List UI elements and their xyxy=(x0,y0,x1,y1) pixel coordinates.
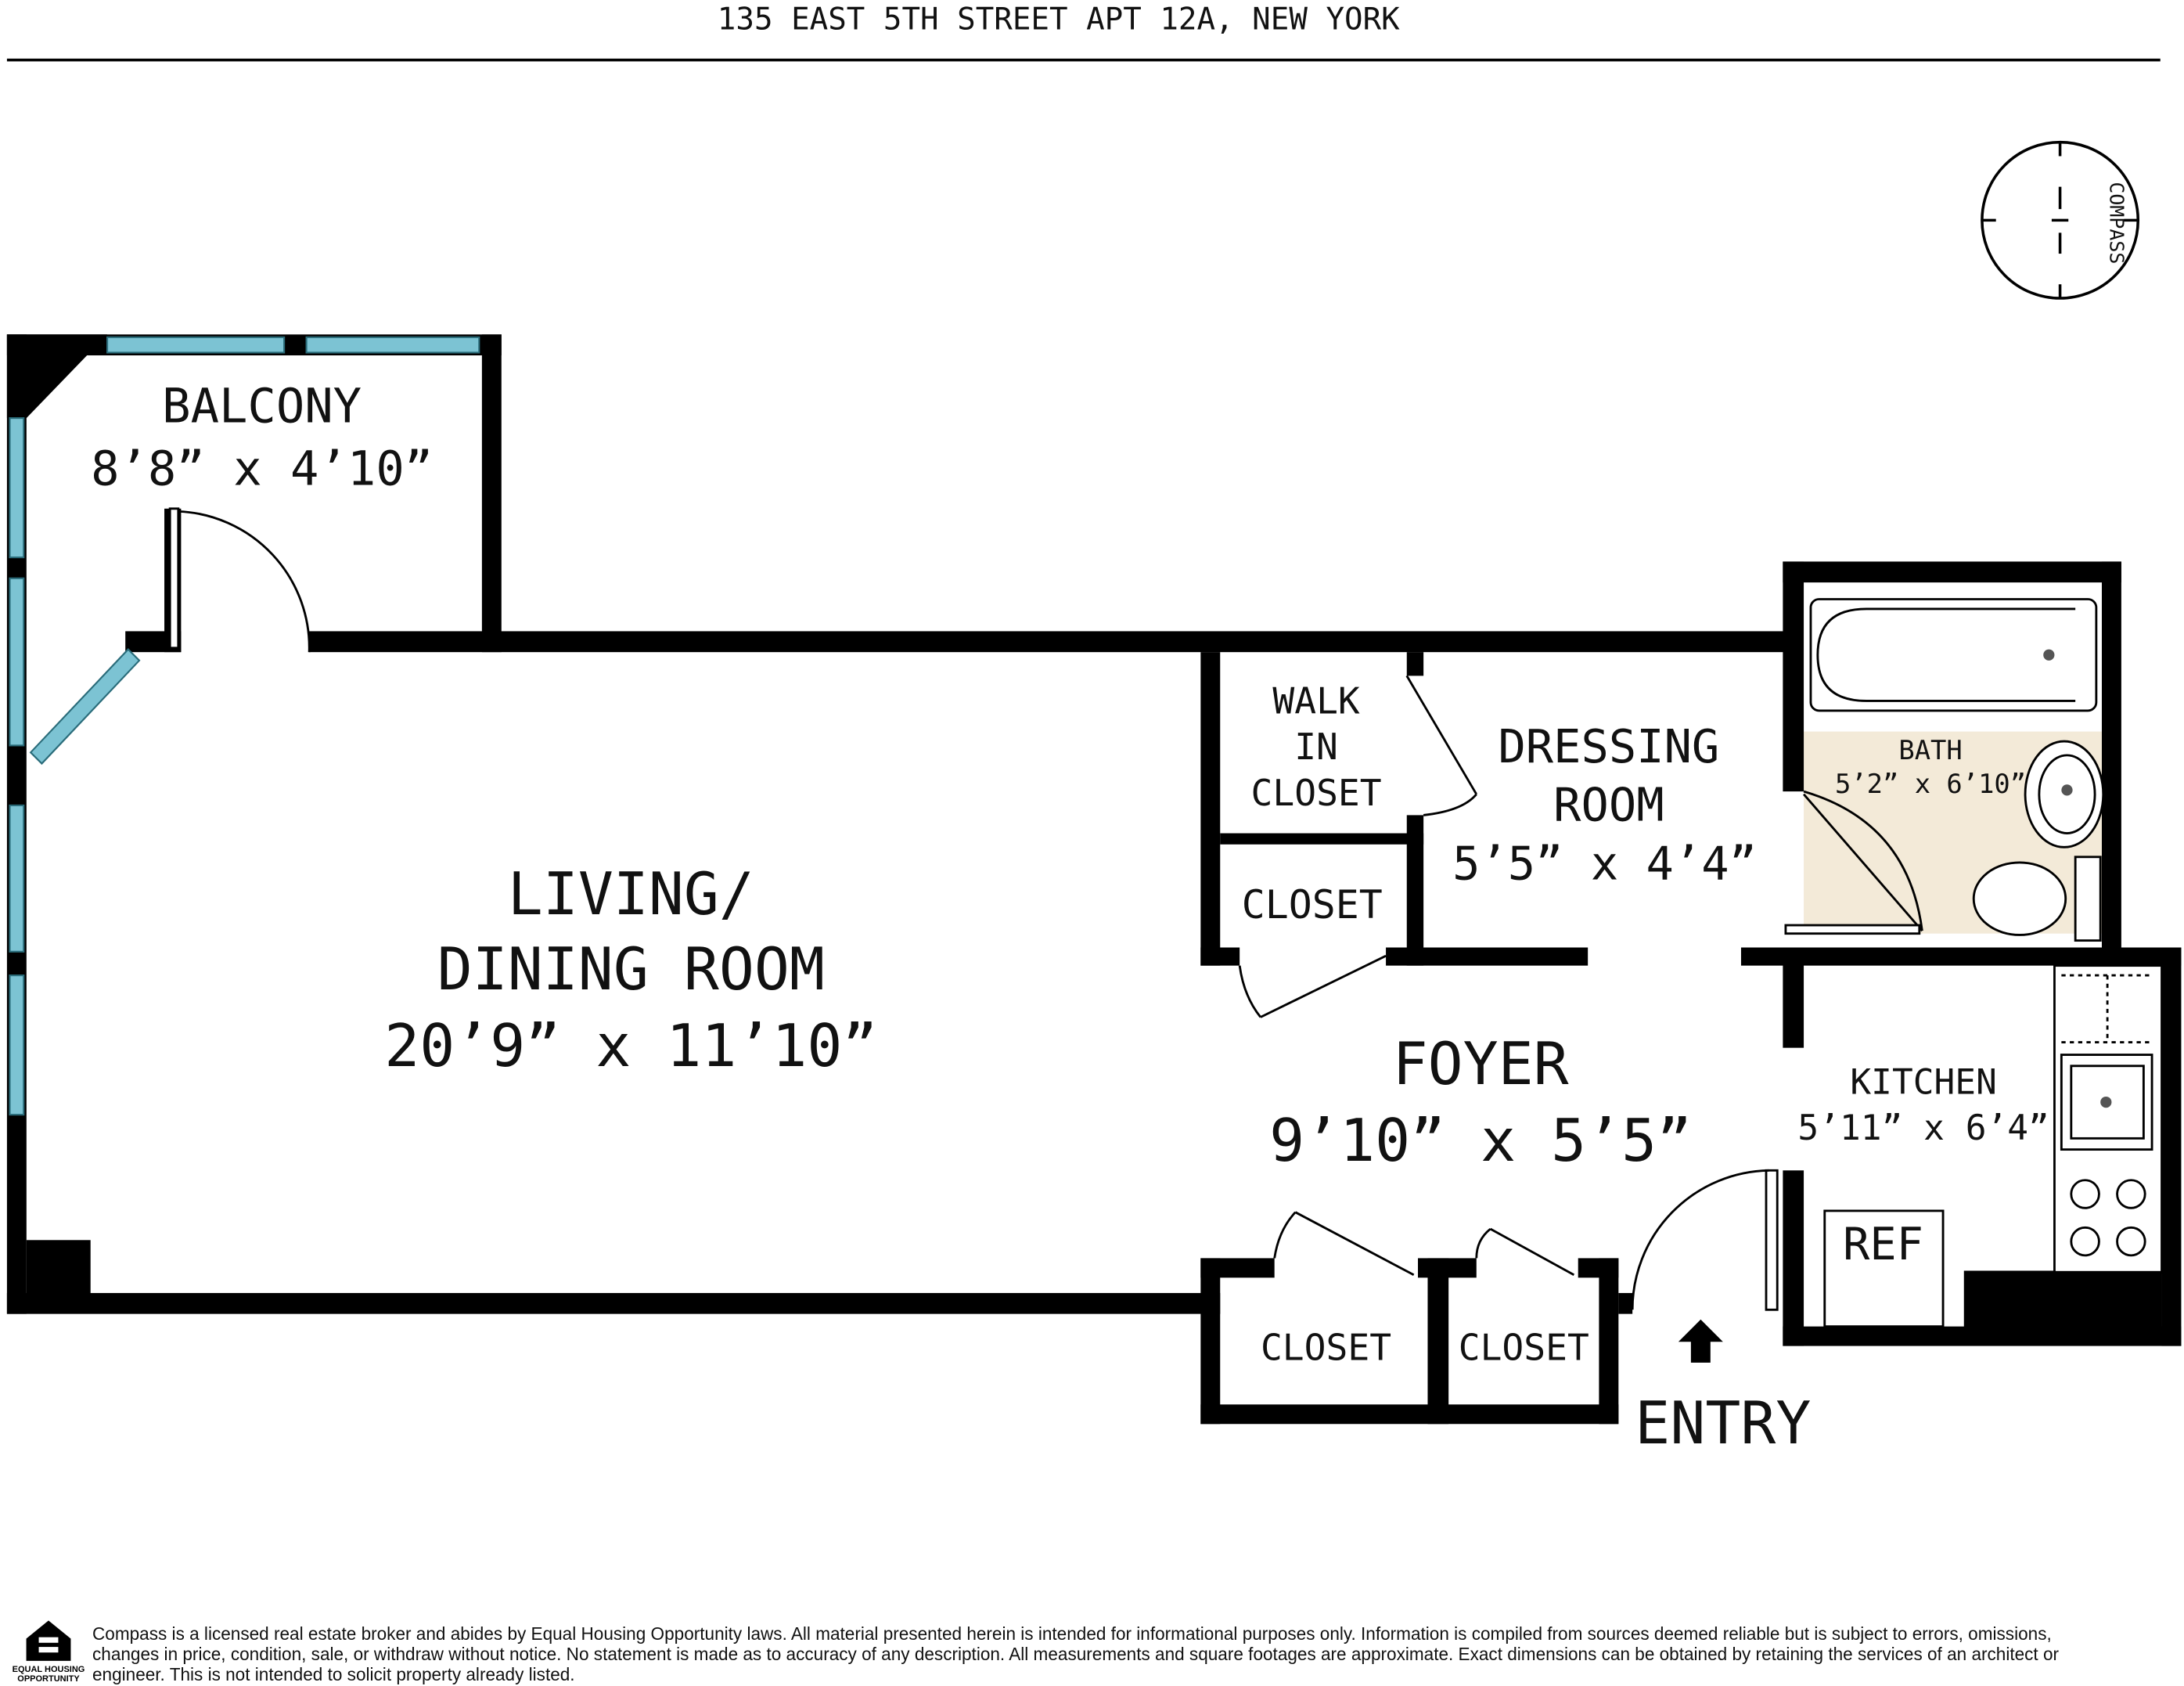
living-label-2: DINING ROOM xyxy=(437,935,825,1003)
address-header: 135 EAST 5TH STREET APT 12A, NEW YORK xyxy=(718,2,1400,37)
equal-housing-icon xyxy=(26,1620,71,1661)
balcony-dims: 8’8” x 4’10” xyxy=(91,442,433,497)
compass-icon: COMPASS xyxy=(1981,140,2140,300)
ref-label: REF xyxy=(1843,1219,1923,1270)
toilet xyxy=(1972,856,2102,942)
dressing-label-1: DRESSING xyxy=(1498,719,1719,773)
bath-label: BATH xyxy=(1898,735,1962,766)
bath-sink xyxy=(2024,740,2105,848)
entry-label: ENTRY xyxy=(1635,1389,1811,1457)
windows xyxy=(9,336,480,1116)
bath-dims: 5’2” x 6’10” xyxy=(1835,769,2026,799)
closet-label-3: CLOSET xyxy=(1459,1326,1589,1368)
closet-label-2: CLOSET xyxy=(1261,1326,1391,1368)
living-dims: 20’9” x 11’10” xyxy=(384,1012,877,1080)
compass-label: COMPASS xyxy=(2106,182,2128,264)
equal-housing-label: EQUAL HOUSING OPPORTUNITY xyxy=(12,1665,85,1684)
walkin-label-2: IN xyxy=(1294,726,1338,768)
kitchen-dims: 5’11” x 6’4” xyxy=(1797,1108,2049,1148)
closet-label: CLOSET xyxy=(1242,882,1383,928)
bathtub xyxy=(1809,598,2098,712)
header-rule xyxy=(6,58,2161,62)
dressing-label-2: ROOM xyxy=(1553,778,1664,832)
doors xyxy=(168,507,1923,1311)
walkin-label-1: WALK xyxy=(1272,679,1360,722)
living-label-1: LIVING/ xyxy=(508,860,754,928)
foyer-dims: 9’10” x 5’5” xyxy=(1269,1107,1692,1175)
kitchen-label: KITCHEN xyxy=(1850,1062,1996,1102)
kitchen-counter xyxy=(2053,964,2163,1274)
dressing-dims: 5’5” x 4’4” xyxy=(1452,836,1757,890)
foyer-label: FOYER xyxy=(1393,1030,1569,1098)
walkin-label-3: CLOSET xyxy=(1251,772,1382,814)
refrigerator xyxy=(1823,1209,1945,1328)
disclaimer: Compass is a licensed real estate broker… xyxy=(92,1623,2060,1684)
equal-housing-logo: EQUAL HOUSING OPPORTUNITY xyxy=(11,1619,86,1684)
entry-arrow-icon xyxy=(1678,1319,1723,1363)
balcony-label: BALCONY xyxy=(162,379,362,434)
